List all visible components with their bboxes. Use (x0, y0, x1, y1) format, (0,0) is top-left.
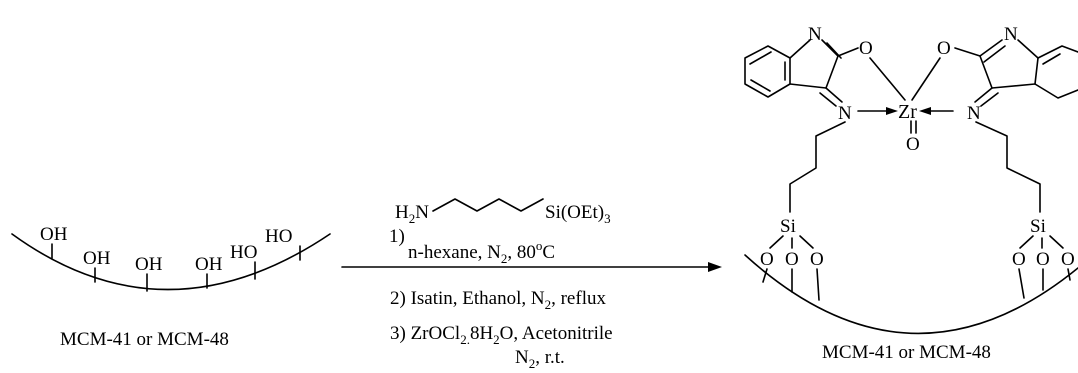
aromatic-double-bond (750, 79, 771, 92)
si-o-bond (1049, 235, 1064, 249)
step3-conditions: 3) ZrOCl2.8H2O, Acetonitrile (390, 323, 613, 347)
right-ring-bond (979, 55, 993, 89)
aromatic-double-bond (1042, 53, 1061, 65)
reactant-support: OH OH OH OH HO HO MCM-41 or MCM-48 (11, 224, 331, 350)
aromatic-double-bond (749, 51, 772, 65)
right-benzene-ring (1034, 83, 1078, 99)
reactant-support-arc (11, 233, 331, 291)
step1-conditions: n-hexane, N2, 80oC (408, 238, 555, 266)
o-surface-bond (816, 268, 820, 301)
right-ring-bond (991, 83, 1036, 89)
left-imine-bond (825, 87, 843, 103)
left-imine-n: N (838, 103, 852, 124)
aptes-propyl-chain (432, 198, 544, 212)
right-benzene-ring (1037, 45, 1078, 59)
si-o-bond (769, 235, 784, 249)
left-si-oxygen: O (785, 249, 799, 270)
right-ring-n: N (1004, 24, 1018, 45)
aptes-siloxy: Si(OEt)3 (545, 202, 611, 226)
si-o-bond (799, 235, 814, 249)
o-surface-bond (762, 268, 768, 283)
left-ring-bond (789, 39, 811, 59)
left-ring-bond (825, 55, 839, 89)
right-imine-bond (980, 92, 999, 107)
step1-number: 1) (389, 226, 405, 247)
zr-o-left-bond (869, 57, 906, 101)
left-dative-arrow (886, 107, 898, 115)
o-surface-bond (1018, 268, 1025, 299)
zr-oxo-oxygen: O (906, 134, 920, 155)
right-ring-bond (983, 45, 1006, 63)
left-imine-bond (819, 92, 837, 107)
product-support-label: MCM-41 or MCM-48 (822, 342, 991, 363)
hydroxyl-label: HO (265, 226, 292, 247)
aptes-h2n: H2N (395, 202, 429, 226)
zirconium: Zr (898, 101, 917, 123)
right-oxygen: O (937, 38, 951, 59)
hydroxyl-label: OH (135, 254, 163, 275)
right-imine-bond (974, 87, 993, 103)
left-propyl-linker (789, 121, 846, 213)
hydroxyl-label: OH (195, 254, 223, 275)
right-dative-arrow (919, 107, 931, 115)
product: N O N Zr O O N N Si (744, 24, 1078, 363)
right-silicon: Si (1030, 216, 1046, 237)
reactant-support-label: MCM-41 or MCM-48 (60, 329, 229, 350)
right-ring-bond (979, 39, 1003, 57)
hydroxyl-label: OH (83, 248, 111, 269)
left-ring-bond (821, 39, 839, 57)
right-si-oxygen: O (1061, 249, 1075, 270)
left-ring-bond (789, 83, 827, 89)
left-oxygen: O (859, 38, 873, 59)
right-si-oxygen: O (1036, 249, 1050, 270)
left-silicon: Si (780, 216, 796, 237)
right-ring-bond (1034, 57, 1039, 85)
product-support-arc (744, 254, 1078, 335)
si-o-bond (1019, 235, 1034, 249)
right-c-o-bond (954, 47, 981, 57)
reaction-arrow-head (708, 262, 722, 272)
right-propyl-linker (975, 121, 1041, 213)
step2-conditions: 2) Isatin, Ethanol, N2, reflux (390, 288, 606, 312)
left-si-oxygen: O (810, 249, 824, 270)
step3-conditions-line2: N2, r.t. (515, 347, 565, 371)
hydroxyl-label: OH (40, 224, 68, 245)
hydroxyl-label: HO (230, 242, 257, 263)
reaction-conditions: H2N Si(OEt)3 1) n-hexane, N2, 80oC 2) Is… (341, 198, 722, 371)
left-ring-n: N (808, 24, 822, 45)
right-si-oxygen: O (1012, 249, 1026, 270)
zr-o-right-bond (911, 57, 941, 101)
left-c-o-bond (837, 47, 859, 57)
left-si-oxygen: O (760, 249, 774, 270)
right-ring-bond (1017, 39, 1039, 59)
right-imine-n: N (967, 103, 981, 124)
